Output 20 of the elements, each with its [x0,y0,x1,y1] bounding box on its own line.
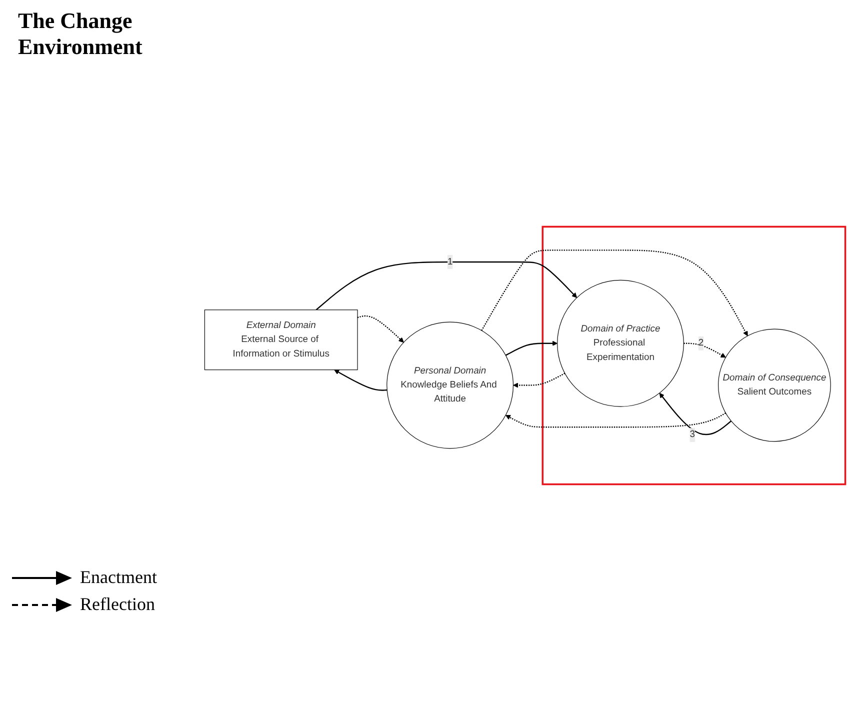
arrow [316,261,578,310]
arrow [659,392,732,436]
cluster [542,226,846,486]
edge-label: 1 [447,256,453,267]
arrow [513,372,566,388]
arrow [357,315,404,343]
arrow [505,412,726,428]
node-circle: Domain of Consequence Salient Outcomes [718,328,831,442]
edge-label: 3 [690,430,695,440]
arrow [505,340,558,356]
node-box: External Domain External Source of Information or Stimulus [204,310,358,370]
arrow [334,370,388,391]
node-circle: Domain of Practice Professional Experimentation [557,280,684,407]
arrow [684,342,726,358]
arrow [481,250,748,336]
legend-label: Reflection [80,594,155,615]
diagram-title: The Change Environment [18,8,144,60]
legend-label: Enactment [80,567,157,588]
edge-label: 2 [698,338,704,348]
node-circle: Personal Domain Knowledge Beliefs And Attitude [386,322,514,449]
